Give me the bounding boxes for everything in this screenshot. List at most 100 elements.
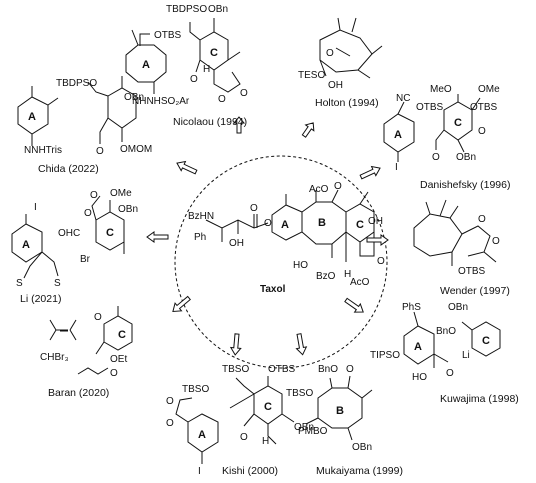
mukaiyama-group-o: O [346,364,354,375]
kuwajima-ring-a: A [414,341,422,353]
li-citation: Li (2021) [20,293,61,305]
taxol-group-bzo: BzO [316,271,336,282]
route-li: I O OMe OHC O OBn Br S S A C Li (2021) [11,188,138,305]
chida-citation: Chida (2022) [38,163,99,175]
li-group-o1: O [90,190,98,201]
kishi-group-o2: O [166,418,174,429]
taxol-group-aco2: AcO [350,277,370,288]
kuwajima-group-phs: PhS [402,302,421,313]
taxol-group-oh2: OH [368,216,383,227]
arrow-to-danishefsky [359,165,381,180]
nicolaou-ring-c: C [210,47,218,59]
baran-ring-c: C [118,329,126,341]
chida-group-tbdpso: TBDPSO [56,78,97,89]
route-holton: TESO OH O Holton (1994) [298,17,383,109]
kishi-ring-a: A [198,429,206,441]
taxol-group-h: H [344,269,351,280]
nicolaou-structure [125,18,241,94]
holton-citation: Holton (1994) [315,97,379,109]
kishi-group-i: I [198,466,201,477]
chida-ring-a: A [28,111,36,123]
kishi-structure [175,376,295,464]
wender-citation: Wender (1997) [440,285,510,297]
nicolaou-group-o1: O [190,74,198,85]
kuwajima-group-ho: HO [412,372,427,383]
baran-group-chbr3: CHBr₃ [40,352,69,363]
li-group-ome: OMe [110,188,132,199]
kuwajima-group-bno: BnO [436,326,456,337]
taxol-group-aco1: AcO [309,184,329,195]
li-group-br: Br [80,254,91,265]
taxol-group-o2: O [334,181,342,192]
arrow-to-kishi [229,333,242,356]
baran-structure [49,306,133,375]
li-group-o2: O [84,208,92,219]
arrow-to-mukaiyama [295,333,308,356]
taxol-group-bzhn: BzHN [188,211,214,222]
wender-group-o1: O [478,214,486,225]
danishefsky-group-otbs1: OTBS [416,102,444,113]
danishefsky-ring-c: C [454,117,462,129]
chida-group-omom: OMOM [120,144,152,155]
baran-group-o1: O [94,312,102,323]
nicolaou-group-o3: O [240,88,248,99]
danishefsky-group-i: I [395,162,398,173]
arrow-to-baran [172,295,191,313]
kuwajima-structure [403,311,501,368]
wender-group-otbs: OTBS [458,266,486,277]
nicolaou-group-nhnhso2ar: NHNHSO₂Ar [132,96,190,107]
holton-group-teso: TESO [298,70,325,81]
kishi-group-h: H [262,436,269,447]
kuwajima-group-obn: OBn [448,302,468,313]
kuwajima-citation: Kuwajima (1998) [440,393,519,405]
li-structure [11,195,125,279]
kuwajima-group-o: O [446,368,454,379]
mukaiyama-group-pmbo: PMBO [298,426,328,437]
center-dashed-circle [174,155,388,369]
arrow-to-holton [301,122,315,138]
danishefsky-structure [383,94,481,162]
arrow-to-chida [176,160,198,175]
kishi-group-tbso1: TBSO [222,364,249,375]
taxol-group-o4: O [264,218,272,229]
kishi-group-obn: OBn [294,422,314,433]
mukaiyama-group-obn: OBn [352,442,372,453]
taxol-group-o1: O [250,203,258,214]
chida-group-o: O [96,146,104,157]
nicolaou-group-o2: O [218,94,226,105]
li-group-obn: OBn [118,204,138,215]
wender-structure [413,199,497,266]
baran-citation: Baran (2020) [48,387,109,399]
route-kishi: TBSO OTBS TBSO O O O H OBn I A C Kishi (… [166,364,314,477]
mukaiyama-group-tbso: TBSO [286,388,313,399]
nicolaou-ring-a: A [142,59,150,71]
danishefsky-group-ome: OMe [478,84,500,95]
nicolaou-group-obn: OBn [208,4,228,15]
mukaiyama-group-bno: BnO [318,364,338,375]
route-nicolaou: TBDPSO OBn OTBS NHNHSO₂Ar O H O O A C Ni… [125,4,248,128]
route-chida: TBDPSO OBn NNHTris O OMOM A Chida (2022) [17,76,152,175]
danishefsky-group-o1: O [432,152,440,163]
nicolaou-group-h: H [203,64,210,75]
route-wender: O O OTBS Wender (1997) [413,199,510,297]
kishi-group-o3: O [240,432,248,443]
taxol-ring-b: B [318,217,326,229]
mukaiyama-ring-b: B [336,405,344,417]
kishi-ring-c: C [264,401,272,413]
kuwajima-group-li: Li [462,350,470,361]
route-kuwajima: PhS OBn TIPSO BnO Li HO O A C Kuwajima (… [370,302,519,405]
kuwajima-group-tipso: TIPSO [370,350,400,361]
li-group-ohc: OHC [58,228,80,239]
taxol-group-oh1: OH [229,238,244,249]
mukaiyama-citation: Mukaiyama (1999) [316,465,403,477]
kuwajima-ring-c: C [482,335,490,347]
li-ring-a: A [22,239,30,251]
arrow-to-wender [366,234,389,246]
danishefsky-group-obn: OBn [456,152,476,163]
danishefsky-group-o2: O [478,126,486,137]
taxol-center: BzHN Ph OH O AcO HO BzO H OH O O AcO O A… [174,155,388,369]
nicolaou-citation: Nicolaou (1994) [173,116,247,128]
danishefsky-group-nc: NC [396,93,410,104]
li-ring-c: C [106,227,114,239]
